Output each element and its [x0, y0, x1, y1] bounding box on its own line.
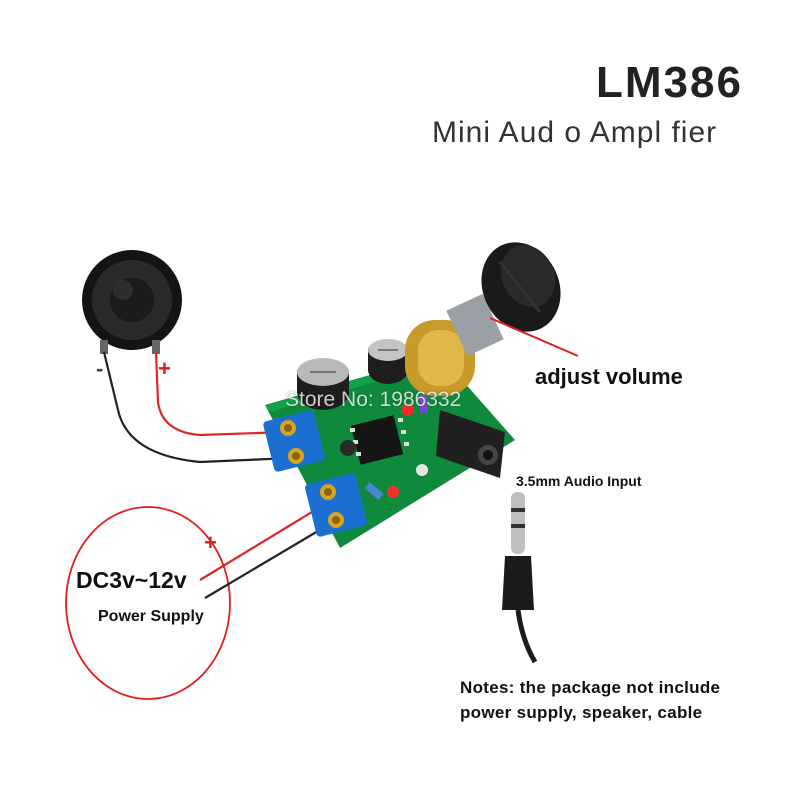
page-subtitle: Mini Aud o Ampl fier — [432, 116, 718, 149]
speaker-plus-label: + — [158, 356, 171, 381]
power-voltage-label: DC3v~12v — [76, 567, 187, 593]
speaker-terminal-block — [263, 410, 325, 472]
power-supply-label: Power Supply — [98, 608, 204, 625]
capacitor-small — [368, 339, 408, 384]
amplifier-board — [263, 339, 515, 548]
led-red — [402, 404, 414, 416]
notes-line-2: power supply, speaker, cable — [460, 703, 703, 722]
lm386-chip — [350, 415, 409, 465]
white-dot — [416, 464, 428, 476]
power-plus-label: + — [204, 530, 217, 555]
volume-knob — [405, 242, 561, 396]
volume-arrow — [489, 317, 579, 357]
notes-line-1: Notes: the package not include — [460, 678, 721, 697]
audio-input-label: 3.5mm Audio Input — [516, 473, 642, 489]
audio-plug — [502, 492, 538, 664]
speaker-red-wire — [154, 351, 286, 437]
speaker-minus-label: - — [96, 356, 104, 381]
audio-jack-socket — [436, 410, 505, 478]
power-terminal-block — [305, 473, 367, 537]
speaker-icon — [82, 250, 182, 354]
speaker-black-wire — [102, 351, 293, 464]
capacitor-large — [297, 358, 349, 410]
power-supply-circle — [65, 506, 231, 700]
page-title: LM386 — [596, 58, 743, 107]
adjust-volume-label: adjust volume — [535, 364, 683, 389]
led-red-2 — [387, 486, 399, 498]
store-watermark: Store No: 1986332 — [285, 388, 462, 411]
